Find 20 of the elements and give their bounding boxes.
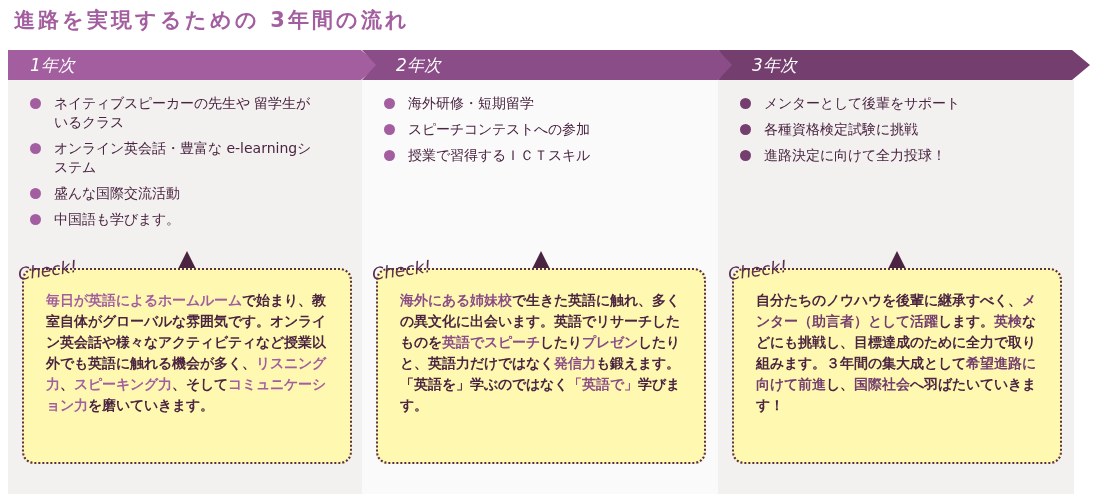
bullet-item: メンターとして後輩をサポート — [738, 94, 1034, 113]
bullet-item: 中国語も学びます。 — [28, 210, 324, 229]
bullet-item: スピーチコンテストへの参加 — [382, 120, 678, 139]
bullet-item: ネイティブスピーカーの先生や 留学生がいるクラス — [28, 94, 324, 132]
bullet-item: 海外研修・短期留学 — [382, 94, 678, 113]
column-panel — [718, 80, 1074, 494]
column-panel — [8, 80, 362, 494]
year-heading: 2年次 — [396, 54, 441, 77]
bullet-item: 授業で習得するＩＣＴスキル — [382, 146, 678, 165]
bullet-item: 各種資格検定試験に挑戦 — [738, 120, 1034, 139]
callout-text: 毎日が英語によるホームルームで始まり、教室自体がグローバルな雰囲気です。オンライン英会話や様々なアクティビティなど授業以外でも英語に触れる機会が多く、リスニング力、スピーキング力、そしてコミュニケーション力を磨いていきます。 — [46, 291, 328, 415]
year-heading: 1年次 — [30, 54, 75, 77]
bullet-item: 盛んな国際交流活動 — [28, 184, 324, 203]
title: 進路を実現するための 3年間の流れ — [14, 7, 410, 34]
callout-text: 海外にある姉妹校で生きた英語に触れ、多くの異文化に出会います。英語でリサーチしたものを英語でスピーチしたりプレゼンしたりと、英語力だけではなく発信力も鍛えます。「英語を」学ぶのではなく「英語で」学びます。 — [400, 291, 681, 415]
column-panel — [362, 80, 718, 494]
year-heading: 3年次 — [752, 54, 797, 77]
bullet-item: オンライン英会話・豊富な e-learningシステム — [28, 139, 324, 177]
bullet-item: 進路決定に向けて全力投球！ — [738, 146, 1034, 165]
callout-text: 自分たちのノウハウを後輩に継承すべく、メンター（助言者）として活躍します。英検などにも挑戦し、目標達成のために全力で取り組みます。３年間の集大成として希望進路に向けて前進し、国際社会へ羽ばたいていきます！ — [756, 291, 1037, 415]
